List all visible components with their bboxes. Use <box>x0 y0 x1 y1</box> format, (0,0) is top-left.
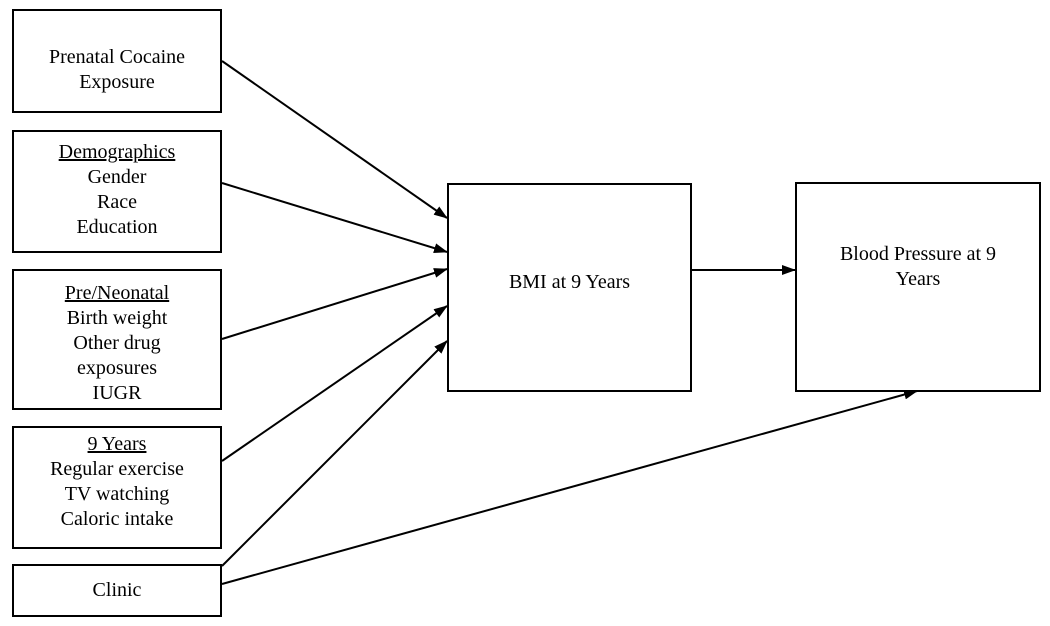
prenatal-label-line-2: Exposure <box>79 71 155 93</box>
demographics-heading: Demographics <box>58 141 176 163</box>
prenatal-label-line-1: Prenatal Cocaine <box>48 46 186 68</box>
prenatal-cocaine-exposure-box: Prenatal Cocaine Exposure <box>12 9 222 113</box>
demographics-box: Demographics Gender Race Education <box>12 130 222 253</box>
nine-years-box: 9 Years Regular exercise TV watching Cal… <box>12 426 222 549</box>
pre-neonatal-box: Pre/Neonatal Birth weight Other drug exp… <box>12 269 222 410</box>
demographics-item-education: Education <box>76 216 158 238</box>
arrow-demographics-to-bmi <box>221 182 448 253</box>
bmi-box: BMI at 9 Years <box>447 183 692 392</box>
neonatal-item-birth-weight: Birth weight <box>66 307 168 329</box>
clinic-label: Clinic <box>92 579 142 601</box>
demographics-item-race: Race <box>97 191 137 213</box>
neonatal-item-exposures: exposures <box>77 357 157 379</box>
blood-pressure-box: Blood Pressure at 9 Years <box>795 182 1041 392</box>
nine-years-item-caloric: Caloric intake <box>60 508 174 530</box>
nine-years-heading: 9 Years <box>87 433 147 455</box>
neonatal-item-iugr: IUGR <box>92 382 142 404</box>
arrow-prenatal-to-bmi <box>221 60 448 219</box>
neonatal-heading: Pre/Neonatal <box>64 282 170 304</box>
neonatal-item-other-drug: Other drug <box>73 332 161 354</box>
arrow-neonatal-to-bmi <box>221 268 448 340</box>
bmi-label: BMI at 9 Years <box>508 271 631 293</box>
clinic-box: Clinic <box>12 564 222 617</box>
arrow-clinic-to-blood-pressure <box>221 389 918 585</box>
blood-pressure-label-line-1: Blood Pressure at 9 <box>839 243 997 265</box>
blood-pressure-label-line-2: Years <box>895 268 941 290</box>
nine-years-item-exercise: Regular exercise <box>50 458 184 480</box>
arrow-nine-years-to-bmi <box>221 305 448 462</box>
arrow-clinic-to-bmi <box>221 340 448 567</box>
nine-years-item-tv: TV watching <box>64 483 170 505</box>
demographics-item-gender: Gender <box>87 166 147 188</box>
